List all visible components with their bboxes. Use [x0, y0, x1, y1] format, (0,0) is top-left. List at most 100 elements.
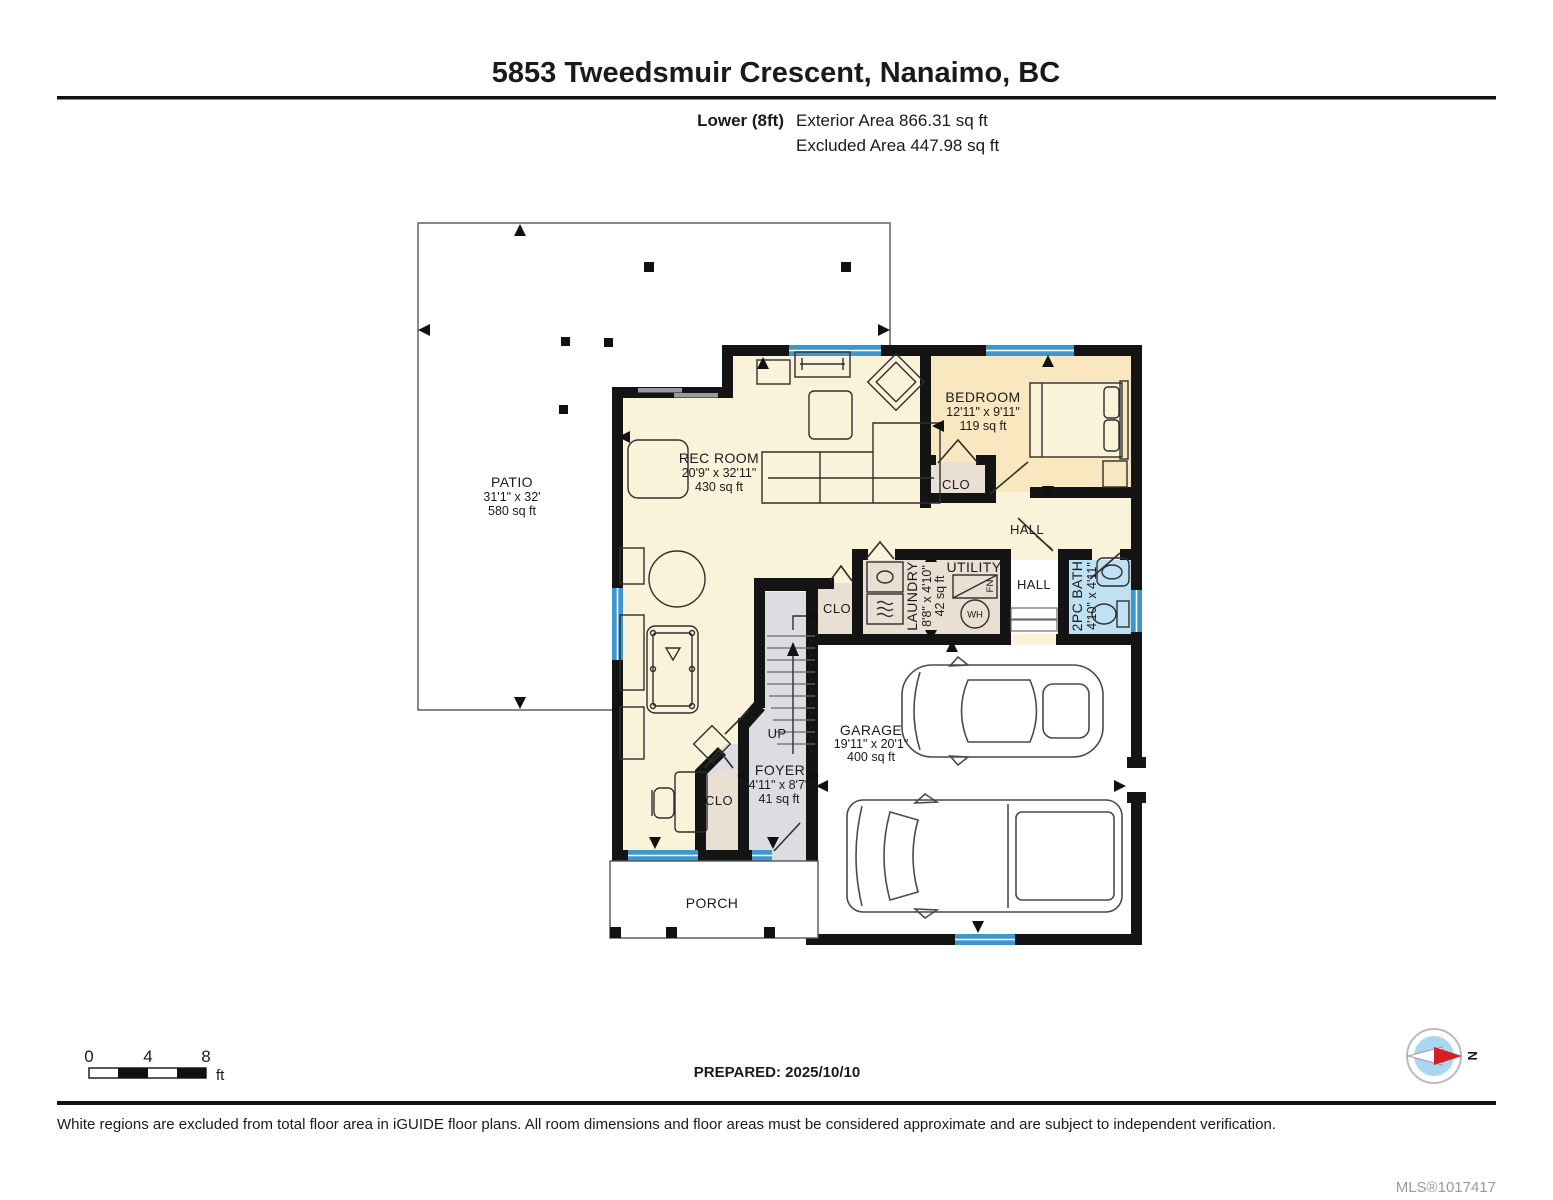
- water-heater-icon: [960, 599, 990, 629]
- patio-area: 580 sq ft: [488, 504, 536, 518]
- furnace-icon: [952, 574, 998, 599]
- scale-tick-4: 4: [143, 1047, 152, 1066]
- footer-rule: [57, 1101, 1496, 1105]
- laundry-fixtures: [866, 561, 904, 625]
- porch-post: [666, 927, 677, 938]
- shelf-icon: [619, 614, 645, 691]
- bedroom-closet-floor: [926, 462, 985, 498]
- laundry-utility-floor: [863, 560, 1000, 634]
- header-rule: [57, 96, 1496, 100]
- scale-unit: ft: [216, 1067, 225, 1084]
- excluded-area: Excluded Area 447.98 sq ft: [796, 136, 999, 155]
- dryer-icon: [866, 593, 904, 625]
- garage-side-door-gap: [1131, 768, 1142, 792]
- ottoman-icon: [808, 390, 853, 440]
- dimension-arrow-icon: [878, 324, 890, 336]
- foyer-dims: 4'11" x 8'7": [749, 778, 810, 792]
- furnace-label: FN: [985, 580, 996, 593]
- armchair-icon: [627, 439, 689, 499]
- stairs: [767, 610, 818, 754]
- cabinet-icon: [756, 359, 791, 385]
- stair-closet-floor: [818, 583, 855, 634]
- bifold-door: [704, 748, 734, 769]
- patio-dims: 31'1" x 32': [483, 490, 540, 504]
- utility-fixtures: WH FN: [952, 574, 998, 629]
- rec-room-dims: 20'9" x 32'11": [682, 466, 757, 480]
- pillow-icon: [1103, 386, 1120, 419]
- bedroom-area: 119 sq ft: [959, 419, 1007, 433]
- laundry-label: LAUNDRY: [904, 561, 920, 631]
- dimension-arrow-icon: [418, 324, 430, 336]
- scale-tick-0: 0: [84, 1047, 93, 1066]
- toilet-tank-icon: [1116, 600, 1130, 628]
- prepared-date: PREPARED: 2025/10/10: [694, 1064, 860, 1081]
- patio-post: [604, 338, 613, 347]
- sliding-door: [674, 393, 718, 398]
- porch-label: PORCH: [686, 895, 739, 911]
- washer-icon: [866, 561, 904, 593]
- rec-room-label: REC ROOM: [679, 450, 759, 466]
- bath-dims: 4'10" x 4'11": [1085, 562, 1099, 630]
- rec-room-area: 430 sq ft: [695, 480, 743, 494]
- desk-chair-icon: [651, 787, 675, 819]
- door-leaf: [773, 822, 801, 852]
- page-title: 5853 Tweedsmuir Crescent, Nanaimo, BC: [492, 57, 1060, 89]
- bath-fixtures: [1091, 557, 1130, 628]
- round-table-icon: [648, 550, 706, 608]
- room-labels: PATIO 31'1" x 32' 580 sq ft REC ROOM 20'…: [483, 389, 1099, 911]
- water-heater-label: WH: [967, 610, 983, 621]
- garage-dims: 19'11" x 20'1": [834, 737, 909, 751]
- sliding-door: [638, 388, 682, 393]
- compass-north-label: N: [1465, 1051, 1480, 1061]
- patio-post: [644, 262, 654, 272]
- shelf-icon: [619, 706, 645, 760]
- toilet-icon: [1091, 603, 1117, 625]
- scale-tick-8: 8: [201, 1047, 210, 1066]
- sink-icon: [1096, 557, 1130, 587]
- car-coupe-icon: [901, 655, 1104, 767]
- door-leaf: [989, 461, 1029, 495]
- porch-post: [764, 927, 775, 938]
- garage-label: GARAGE: [840, 722, 902, 738]
- bath-floor: [1069, 560, 1131, 634]
- porch-outline: [609, 860, 819, 939]
- nightstand-icon: [1102, 460, 1128, 488]
- hall-lower-label: HALL: [1017, 577, 1051, 592]
- windows: [612, 345, 1146, 945]
- entry-door-gap: [772, 850, 806, 861]
- garage-area: 400 sq ft: [847, 750, 895, 764]
- patio-post: [841, 262, 851, 272]
- stairs-up-label: UP: [768, 726, 787, 741]
- bath-label: 2PC BATH: [1069, 561, 1085, 632]
- bedroom-label: BEDROOM: [945, 389, 1020, 405]
- hall-upper-label: HALL: [1010, 522, 1044, 537]
- dimension-arrow-icon: [514, 697, 526, 709]
- compass: N: [1406, 1028, 1480, 1084]
- laundry-dims: 8'8" x 4'10": [920, 565, 934, 627]
- bifold-door: [829, 564, 853, 582]
- accent-chair-icon: [866, 352, 926, 412]
- foyer-area: 41 sq ft: [759, 792, 801, 806]
- bedroom-furniture: [1029, 380, 1129, 488]
- patio-post: [559, 405, 568, 414]
- foyer-closet-floor: [700, 770, 743, 855]
- hall-floor: [1011, 560, 1058, 634]
- stair-closet-label: CLO: [823, 601, 851, 616]
- dimension-arrow-icon: [514, 224, 526, 236]
- exterior-area: Exterior Area 866.31 sq ft: [796, 111, 988, 130]
- bifold-door: [724, 709, 750, 735]
- bedroom-closet-label: CLO: [942, 477, 970, 492]
- hall-step: [1010, 619, 1058, 632]
- side-table-icon: [692, 724, 732, 764]
- foyer-label: FOYER: [755, 762, 805, 778]
- desk-icon: [674, 771, 708, 833]
- utility-label: UTILITY: [947, 559, 1002, 575]
- label-leader: [1035, 535, 1053, 550]
- patio-post: [561, 337, 570, 346]
- hall-step: [1010, 607, 1058, 620]
- exercise-bench-icon: [794, 351, 851, 378]
- garage-floor: [818, 645, 1131, 934]
- mls-number: MLS®1017417: [1396, 1179, 1496, 1196]
